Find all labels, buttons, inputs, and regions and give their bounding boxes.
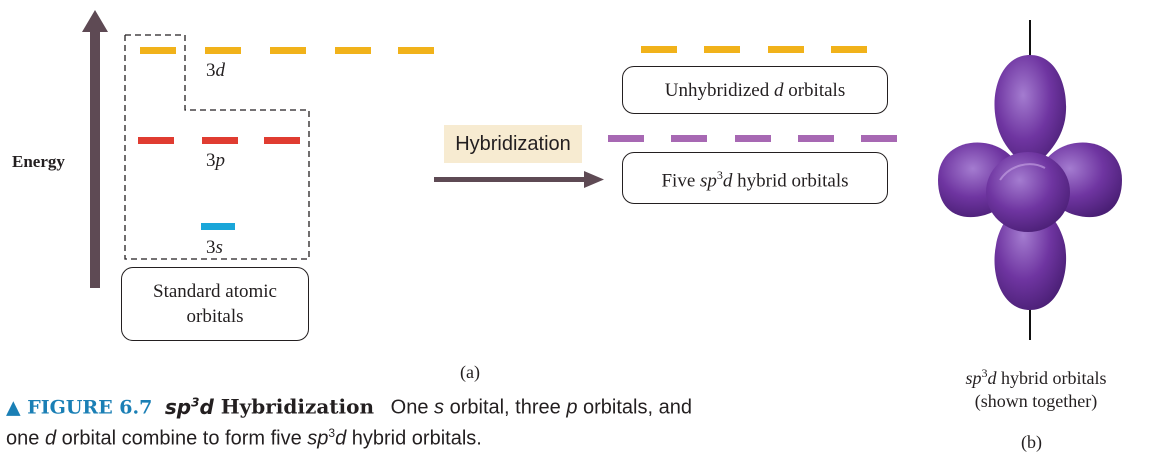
orbital-3d-1 — [140, 47, 176, 54]
figure-title: sp3d — [157, 394, 214, 419]
orbital-3p-label: 3p — [206, 150, 225, 171]
unhybridized-box: Unhybridized d orbitals — [622, 66, 888, 114]
sp3d-orbital-shape — [938, 20, 1122, 340]
orbital-3s — [201, 223, 235, 230]
orbital-3d-3 — [270, 47, 306, 54]
standard-orbitals-text: Standard atomic orbitals — [153, 281, 277, 327]
hybrid-orbitals-box: Five sp3d hybrid orbitals — [622, 152, 888, 204]
figure-caption: ▲ FIGURE 6.7 sp3d Hybridization One s or… — [6, 394, 692, 450]
orbital-3d-2 — [205, 47, 241, 54]
hybrid-shape-caption: sp3d hybrid orbitals (shown together) — [950, 362, 1122, 413]
standard-orbitals-box: Standard atomic orbitals — [121, 267, 309, 341]
orbitals-unhybridized-d — [641, 46, 867, 53]
orbital-3p-1 — [138, 137, 174, 144]
orbital-3p-3 — [264, 137, 300, 144]
orbitals-3d — [140, 47, 434, 54]
orbitals-3p — [138, 137, 300, 144]
hybridization-arrow — [434, 171, 604, 188]
panel-a-label: (a) — [460, 362, 480, 382]
orbital-3d-4 — [335, 47, 371, 54]
orbitals-hybrid-sp3d — [608, 135, 897, 142]
orbital-3p-2 — [202, 137, 238, 144]
hybrid-shape-caption-line2: (shown together) — [974, 391, 1098, 411]
energy-label: Energy — [12, 152, 65, 171]
energy-axis-arrow — [82, 10, 108, 288]
hybrid-shape-caption-line1: sp3d hybrid orbitals — [965, 366, 1107, 388]
panel-b-label: (b) — [1021, 432, 1042, 452]
orbital-3s-label: 3s — [206, 237, 223, 258]
orbital-3d-5 — [398, 47, 434, 54]
orbital-group-outline — [124, 34, 310, 260]
figure-number: ▲ FIGURE 6.7 — [6, 396, 153, 419]
hybridization-tag: Hybridization — [444, 125, 582, 163]
orbital-3d-label: 3d — [206, 60, 225, 81]
